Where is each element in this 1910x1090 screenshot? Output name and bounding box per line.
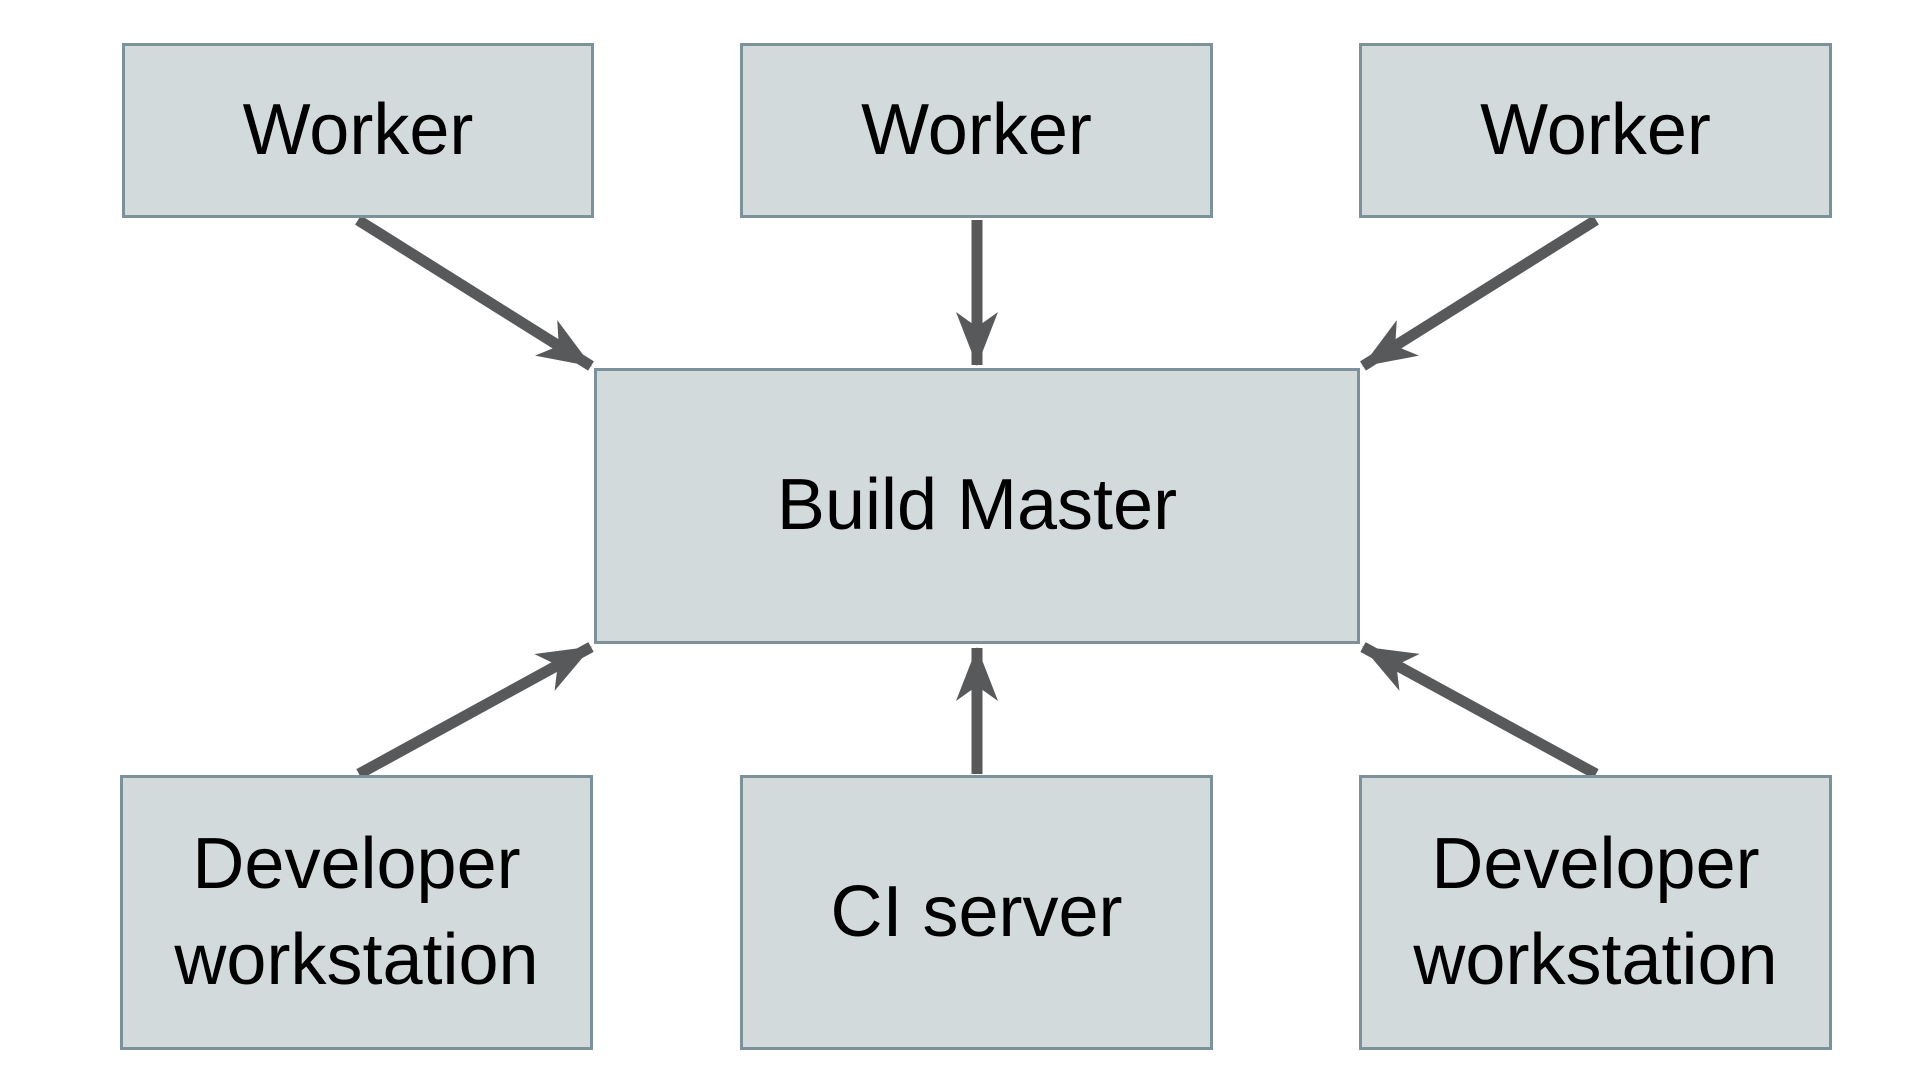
node-label: Worker <box>242 89 474 170</box>
node-label: Worker <box>861 89 1092 170</box>
arrow-worker-1-to-build-master <box>355 215 594 371</box>
node-label: Worker <box>1480 89 1711 170</box>
node-build-master: Build Master <box>594 368 1360 644</box>
node-developer-workstation-left: Developer workstation <box>120 775 593 1050</box>
node-worker-2: Worker <box>740 43 1213 218</box>
node-worker-1: Worker <box>122 43 594 218</box>
node-worker-3: Worker <box>1359 43 1832 218</box>
arrow-worker-3-to-build-master <box>1360 215 1599 371</box>
node-ci-server: CI server <box>740 775 1213 1050</box>
node-label: Developer workstation <box>174 824 539 1000</box>
arrow-developer-workstation-left-to-build-master <box>356 642 594 779</box>
node-label: CI server <box>830 871 1123 952</box>
node-label: Developer workstation <box>1413 824 1778 1000</box>
node-label: Build Master <box>776 465 1178 546</box>
node-developer-workstation-right: Developer workstation <box>1359 775 1832 1050</box>
arrow-developer-workstation-right-to-build-master <box>1360 642 1599 779</box>
